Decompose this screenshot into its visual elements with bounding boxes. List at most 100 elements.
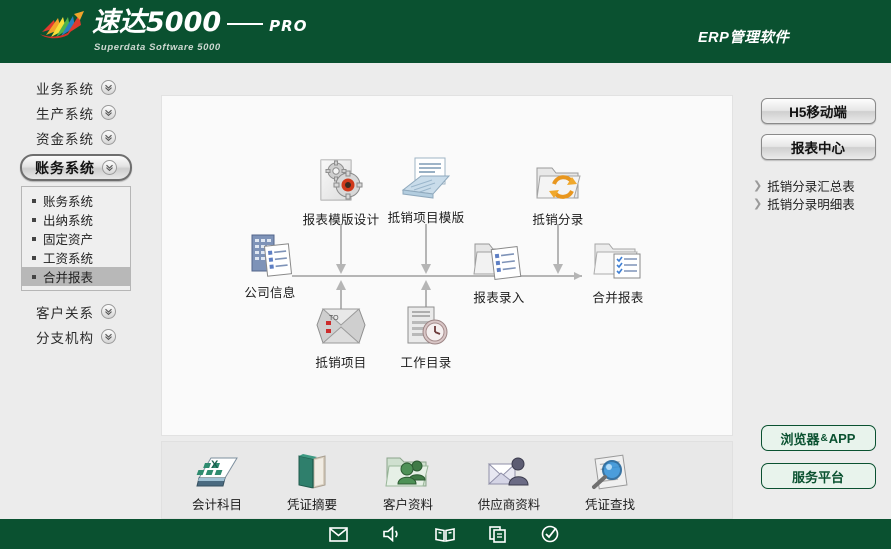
folder-checklist-icon — [449, 236, 549, 284]
sidebar-group-label: 资金系统 — [36, 131, 94, 147]
green-book-icon — [266, 450, 358, 492]
sidebar-group-label: 分支机构 — [36, 330, 94, 346]
flow-node-offset-item[interactable]: TO 抵销项目 — [291, 301, 391, 371]
chevron-right-icon: ❯ — [753, 179, 763, 192]
status-bar-icons — [329, 519, 559, 549]
toolbar-item-accounts[interactable]: X 会计科目 — [171, 450, 263, 513]
right-link-offset-summary[interactable]: ❯ 抵销分录汇总表 — [745, 176, 891, 194]
bullet-icon — [32, 274, 36, 279]
sidebar-group-label: 客户关系 — [36, 305, 94, 321]
sidebar-item-label: 账务系统 — [43, 195, 94, 209]
browser-app-label-pre: 浏览器 — [780, 431, 820, 447]
browser-app-label-post: APP — [828, 430, 856, 446]
sidebar-item-gdzc[interactable]: 固定资产 — [22, 229, 130, 248]
sidebar-group-label: 生产系统 — [36, 106, 94, 122]
toolbar-item-voucher-search[interactable]: 凭证查找 — [564, 450, 656, 513]
flow-node-label: 合并报表 — [592, 291, 644, 305]
check-circle-icon[interactable] — [541, 525, 559, 543]
flow-node-label: 抵销分录 — [532, 213, 584, 227]
magnifier-document-icon — [564, 450, 656, 492]
quick-access-toolbar: X 会计科目 凭证摘要 — [161, 441, 733, 519]
chevron-down-circle-icon[interactable] — [101, 105, 116, 120]
sidebar-group-khgx[interactable]: 客户关系 — [20, 299, 132, 324]
logo-pro-text: PRO — [269, 17, 308, 35]
flow-node-offset-entry[interactable]: 抵销分录 — [508, 158, 608, 228]
bullet-icon — [32, 217, 36, 222]
chevron-down-circle-icon[interactable] — [102, 160, 117, 175]
sidebar-group-label: 账务系统 — [35, 159, 95, 176]
folder-sync-icon — [508, 158, 608, 206]
spreadsheet-icon: X — [171, 450, 263, 492]
flow-node-work-directory[interactable]: 工作目录 — [376, 301, 476, 371]
report-center-button[interactable]: 报表中心 — [760, 134, 876, 160]
chevron-right-icon: ❯ — [753, 197, 763, 210]
sidebar-item-label: 出纳系统 — [43, 214, 94, 228]
browser-app-button[interactable]: 浏览器 & APP — [760, 425, 876, 451]
toolbar-item-label: 客户资料 — [382, 498, 433, 512]
chevron-down-circle-icon[interactable] — [101, 304, 116, 319]
h5-mobile-label: H5移动端 — [789, 105, 847, 120]
flow-node-offset-item-template[interactable]: 抵销项目模版 — [376, 156, 476, 226]
paper-stack-icon — [376, 156, 476, 204]
service-platform-button[interactable]: 服务平台 — [760, 463, 876, 489]
h5-mobile-button[interactable]: H5移动端 — [760, 98, 876, 124]
customers-folder-icon — [362, 450, 454, 492]
flow-node-label: 报表模版设计 — [302, 213, 380, 227]
sidebar-group-ywxt[interactable]: 业务系统 — [20, 75, 132, 100]
sidebar-item-zwxt[interactable]: 账务系统 — [22, 191, 130, 210]
sidebar-item-label: 固定资产 — [43, 233, 94, 247]
sidebar-group-zwxt[interactable]: 账务系统 — [20, 154, 132, 181]
flow-node-report-entry[interactable]: 报表录入 — [449, 236, 549, 306]
sidebar-item-cnxt[interactable]: 出纳系统 — [22, 210, 130, 229]
sidebar-group-scxt[interactable]: 生产系统 — [20, 100, 132, 125]
flow-node-label: 抵销项目模版 — [387, 211, 465, 225]
sidebar-item-label: 合并报表 — [43, 271, 94, 285]
building-list-icon — [220, 231, 320, 279]
toolbar-item-customers[interactable]: 客户资料 — [362, 450, 454, 513]
mail-icon[interactable] — [329, 526, 348, 542]
document-clock-icon — [376, 301, 476, 349]
sidebar-item-hbbb[interactable]: 合并报表 — [22, 267, 130, 286]
flow-node-label: 报表录入 — [473, 291, 525, 305]
folder-report-icon — [568, 236, 668, 284]
flow-node-report-template-design[interactable]: 报表模版设计 — [291, 158, 391, 228]
supplier-person-icon — [463, 450, 555, 492]
chevron-down-circle-icon[interactable] — [101, 329, 116, 344]
sidebar-item-label: 工资系统 — [43, 252, 94, 266]
toolbar-item-suppliers[interactable]: 供应商资料 — [463, 450, 555, 513]
logo-subtitle: Superdata Software 5000 — [94, 42, 221, 53]
chevron-down-circle-icon[interactable] — [101, 130, 116, 145]
flow-node-label: 公司信息 — [244, 286, 296, 300]
toolbar-item-label: 会计科目 — [191, 498, 242, 512]
copy-icon[interactable] — [489, 525, 507, 543]
flow-node-label: 抵销项目 — [315, 356, 367, 370]
right-sidebar: H5移动端 报表中心 ❯ 抵销分录汇总表 ❯ 抵销分录明细表 浏览器 & APP… — [745, 85, 891, 519]
right-link-label: 抵销分录汇总表 — [767, 179, 855, 194]
report-center-label: 报表中心 — [791, 141, 845, 156]
flow-node-label: 工作目录 — [400, 356, 452, 370]
gear-document-icon — [291, 158, 391, 206]
toolbar-item-label: 供应商资料 — [477, 498, 541, 512]
flow-node-consolidated-report[interactable]: 合并报表 — [568, 236, 668, 306]
book-icon[interactable] — [435, 527, 455, 542]
toolbar-item-voucher-summary[interactable]: 凭证摘要 — [266, 450, 358, 513]
logo-dash — [227, 23, 264, 25]
bullet-icon — [32, 198, 36, 203]
toolbar-item-label: 凭证查找 — [584, 498, 635, 512]
flow-node-company-info[interactable]: 公司信息 — [220, 231, 320, 301]
right-link-offset-detail[interactable]: ❯ 抵销分录明细表 — [745, 194, 891, 212]
right-link-label: 抵销分录明细表 — [767, 197, 855, 212]
sidebar-group-zjxt[interactable]: 资金系统 — [20, 125, 132, 150]
chevron-down-circle-icon[interactable] — [101, 80, 116, 95]
ampersand-glyph: & — [820, 432, 828, 444]
sidebar-group-fzjg[interactable]: 分支机构 — [20, 324, 132, 349]
header-title: ERP管理软件 — [698, 30, 790, 46]
sidebar-item-gzxt[interactable]: 工资系统 — [22, 248, 130, 267]
svg-text:X: X — [211, 459, 219, 471]
sound-icon[interactable] — [382, 526, 401, 542]
envelope-items-icon: TO — [291, 301, 391, 349]
